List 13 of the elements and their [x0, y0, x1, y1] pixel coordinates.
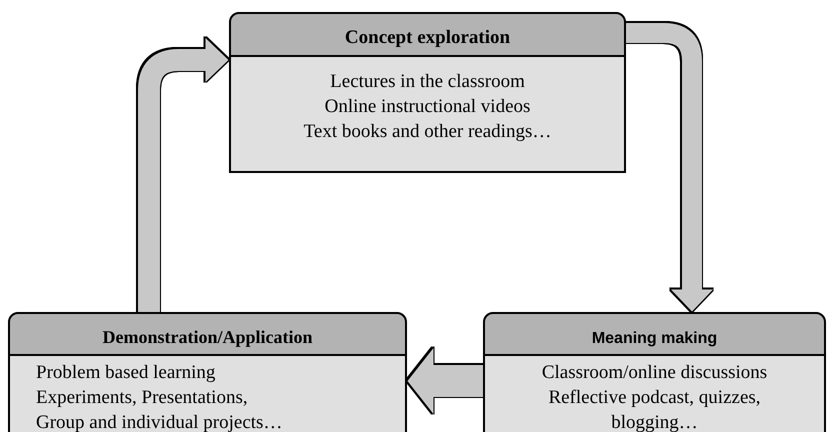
stage-title-bar: Demonstration/Application	[8, 312, 407, 356]
activity-text: Problem based learning	[36, 361, 216, 385]
activity-text: Text books and other readings…	[302, 120, 552, 144]
activity-text: Reflective podcast, quizzes, blogging…	[547, 386, 762, 432]
stage-title-bar: Concept exploration	[229, 12, 626, 57]
activity-text: Lectures in the classroom	[329, 70, 526, 94]
activity-text: Experiments, Presentations,	[36, 386, 249, 410]
block-arrow	[408, 348, 483, 414]
activity-text: Group and individual projects…	[36, 411, 284, 432]
stage-title-bar: Meaning making	[483, 312, 826, 356]
block-arrow	[138, 38, 228, 312]
activity-text: Classroom/online discussions	[540, 361, 768, 385]
activity-text: Online instructional videos	[324, 95, 532, 119]
